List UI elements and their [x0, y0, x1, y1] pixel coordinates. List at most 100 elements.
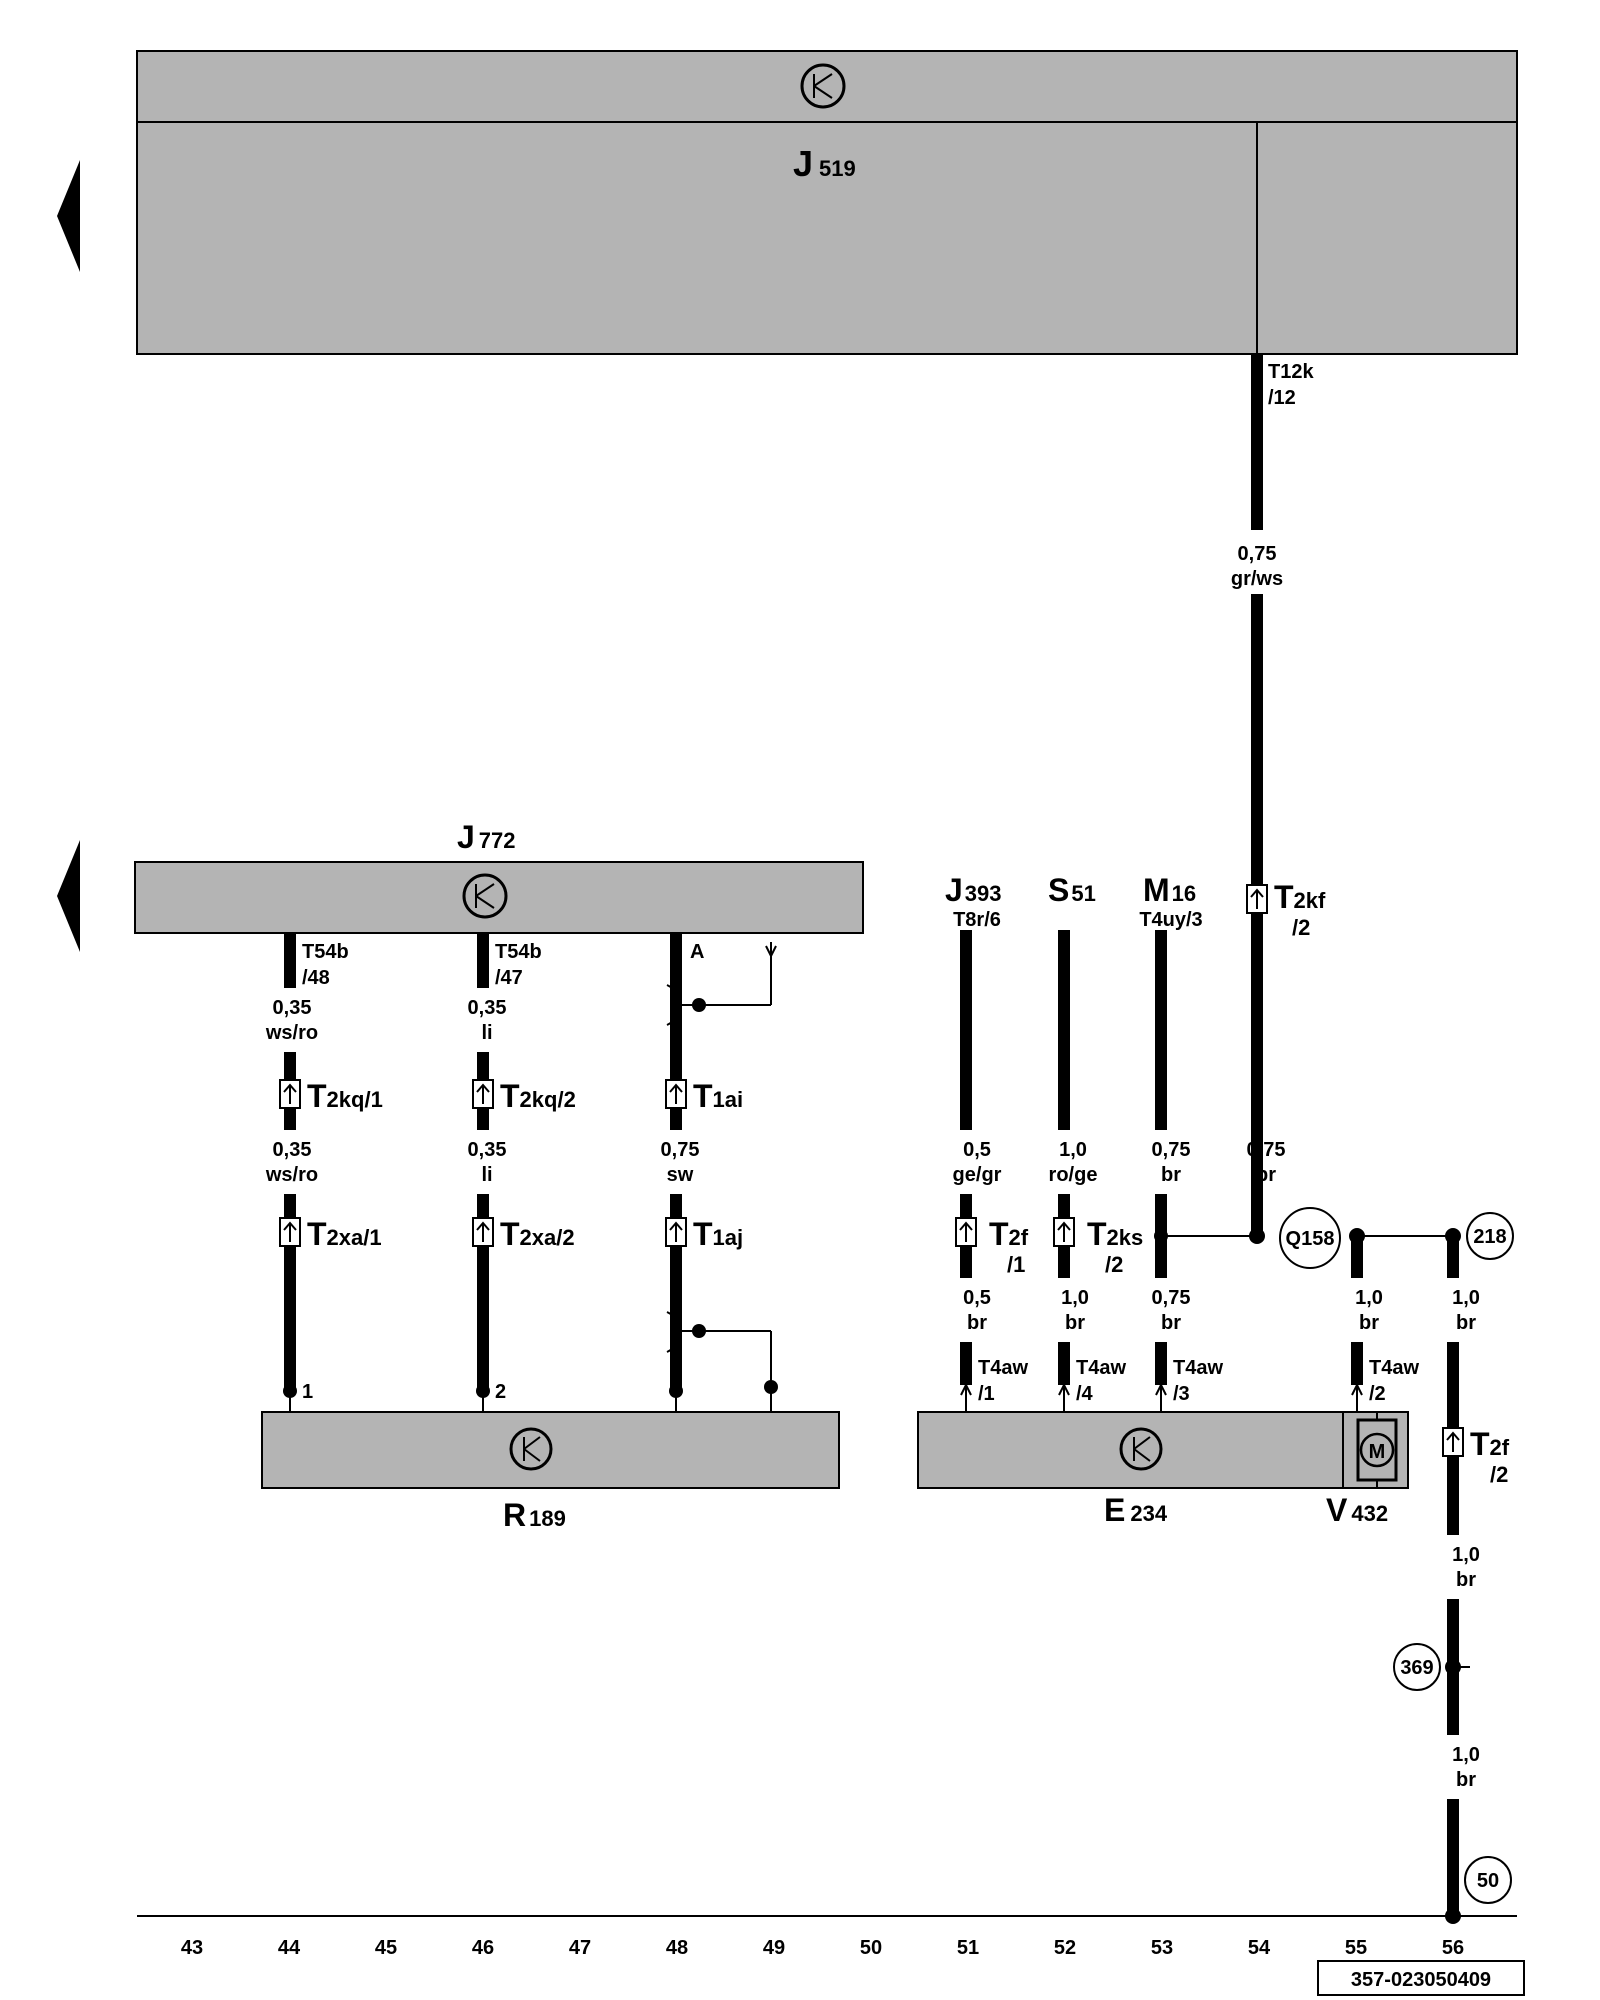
column-number: 53 — [1151, 1937, 1173, 1959]
previous-page-arrow-top[interactable] — [57, 160, 80, 272]
t2ks-label: T2ks — [1087, 1216, 1143, 1252]
reference-q158[interactable]: Q158 — [1279, 1207, 1341, 1269]
wire-color: br — [1065, 1312, 1085, 1334]
wire-size: 0,35 — [273, 1139, 312, 1161]
wire-color: br — [1456, 1312, 1476, 1334]
wire-color: br — [1456, 1569, 1476, 1591]
wire-color: sw — [667, 1164, 694, 1186]
wire-color: ro/ge — [1049, 1164, 1098, 1186]
r189-pin-2: 2 — [495, 1381, 506, 1403]
column-number: 49 — [763, 1937, 785, 1959]
wire-size: 0,75 — [1238, 543, 1277, 565]
connector-icon-t2kf — [1246, 884, 1268, 914]
wire-size: 0,5 — [963, 1139, 991, 1161]
column-number: 45 — [375, 1937, 397, 1959]
wire-column-55 — [1347, 1228, 1453, 1385]
wire-color: ws/ro — [265, 1022, 318, 1044]
column-number: 48 — [666, 1937, 688, 1959]
t2xa2-label: T2xa/2 — [500, 1216, 575, 1252]
t1ai-label: T1ai — [693, 1078, 743, 1114]
t54b-pin: /47 — [495, 967, 523, 989]
t4aw-label: T4aw — [978, 1357, 1028, 1379]
t2f1-label: T2f — [989, 1216, 1029, 1252]
wire-column-52 — [1054, 930, 1076, 1385]
wire-color: br — [1359, 1312, 1379, 1334]
wire-size: 1,0 — [1452, 1744, 1480, 1766]
reference-369[interactable]: 369 — [1393, 1643, 1441, 1691]
reference-218[interactable]: 218 — [1466, 1212, 1514, 1260]
column-number: 50 — [860, 1937, 882, 1959]
wire-column-46 — [473, 933, 495, 1393]
wire-color: br — [967, 1312, 987, 1334]
s51-label: S51 — [1048, 872, 1096, 908]
connector-icon-t2xa1 — [279, 1217, 301, 1247]
connector-icon-t2kq2 — [472, 1079, 494, 1109]
wire-column-53 — [1151, 930, 1265, 1385]
previous-page-arrow-bottom[interactable] — [57, 840, 80, 952]
wire-size: 0,75 — [1152, 1287, 1191, 1309]
column-number: 46 — [472, 1937, 494, 1959]
wire-size: 0,75 — [1152, 1139, 1191, 1161]
connector-icon-t2f2 — [1442, 1427, 1464, 1457]
t2kq2-label: T2kq/2 — [500, 1078, 576, 1114]
wire-color: li — [481, 1022, 492, 1044]
t54b-label: T54b — [495, 941, 542, 963]
t4aw-pin: /1 — [978, 1383, 995, 1405]
wire-column-54 — [1247, 354, 1269, 1236]
reference-218-text: 218 — [1473, 1226, 1506, 1248]
electronic-component-icon — [1119, 1427, 1163, 1471]
wire-size: 0,75 — [1247, 1139, 1286, 1161]
wire-color: li — [481, 1164, 492, 1186]
wire-color: br — [1256, 1164, 1276, 1186]
t1aj-label: T1aj — [693, 1216, 743, 1252]
wire-column-48 — [666, 933, 778, 1394]
t2f1-pin: /1 — [1007, 1252, 1025, 1277]
t2kq1-label: T2kq/1 — [307, 1078, 383, 1114]
t12k-label: T12k — [1268, 361, 1314, 383]
motor-symbol: M — [1369, 1441, 1386, 1463]
connector-icon-t2f1 — [955, 1217, 977, 1247]
t2kf-pin: /2 — [1292, 915, 1310, 940]
motor-icon — [1359, 1432, 1395, 1468]
wire-size: 1,0 — [1452, 1544, 1480, 1566]
connector-icon-t2kq1 — [279, 1079, 301, 1109]
column-number: 54 — [1248, 1937, 1271, 1959]
wire-column-56 — [1443, 1228, 1470, 1924]
document-code-box: 357-023050409 — [1317, 1960, 1525, 1996]
reference-50-text: 50 — [1477, 1870, 1499, 1892]
wire-color: br — [1161, 1312, 1181, 1334]
column-number: 51 — [957, 1937, 979, 1959]
wire-size: 0,5 — [963, 1287, 991, 1309]
wire-color: gr/ws — [1231, 568, 1283, 590]
t2xa1-label: T2xa/1 — [307, 1216, 382, 1252]
connector-icons — [279, 884, 1464, 1457]
t12k-pin: /12 — [1268, 387, 1296, 409]
column-number: 44 — [278, 1937, 301, 1959]
wire-color: ws/ro — [265, 1164, 318, 1186]
t2f2-pin: /2 — [1490, 1462, 1508, 1487]
wire-size: 0,75 — [661, 1139, 700, 1161]
t2kf-label: T2kf — [1274, 879, 1326, 915]
document-code: 357-023050409 — [1351, 1969, 1491, 1991]
wire-column-44 — [280, 933, 302, 1393]
j393-label: J393 — [945, 872, 1002, 908]
wire-size: 1,0 — [1059, 1139, 1087, 1161]
connector-icon-t2ks — [1053, 1217, 1075, 1247]
column-number: 43 — [181, 1937, 203, 1959]
column-ruler: 43 44 45 46 47 48 49 50 51 52 53 54 55 5… — [181, 1937, 1464, 1959]
electronic-component-icon — [462, 873, 508, 919]
reference-50[interactable]: 50 — [1464, 1856, 1512, 1904]
j393-pin: T8r/6 — [953, 909, 1001, 931]
wire-column-51 — [956, 930, 978, 1385]
reference-q158-text: Q158 — [1286, 1228, 1335, 1250]
t4aw-pin: /4 — [1076, 1383, 1094, 1405]
